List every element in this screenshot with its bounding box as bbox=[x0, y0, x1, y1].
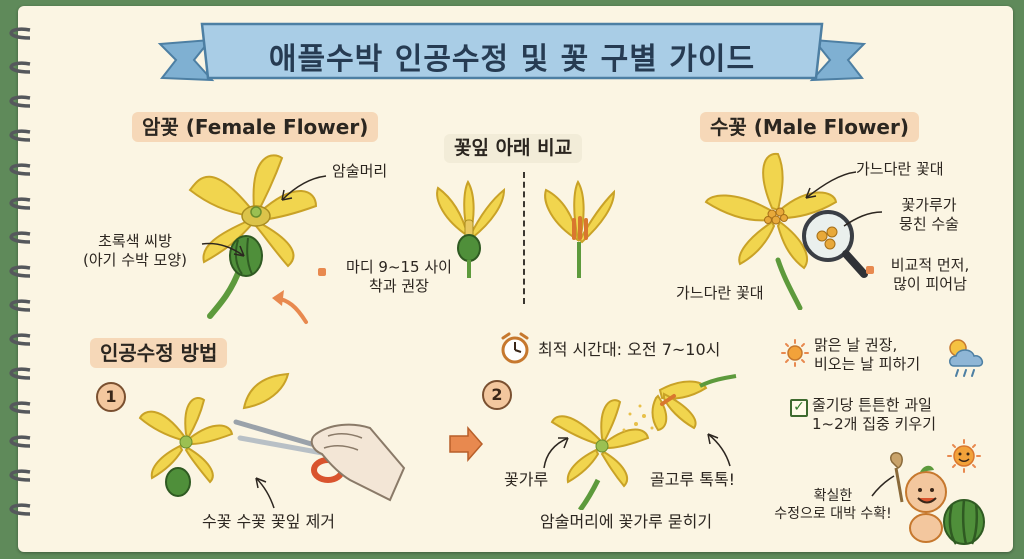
spiral-ring bbox=[9, 503, 31, 516]
female-tip-text: 마디 9~15 사이 착과 권장 bbox=[346, 258, 452, 295]
weather-tip: 맑은 날 권장, 비오는 날 피하기 bbox=[814, 336, 921, 373]
step1-caption-pointer bbox=[255, 477, 275, 509]
smiling-sun-icon bbox=[947, 439, 981, 473]
spiral-ring bbox=[9, 27, 31, 40]
sun-icon bbox=[781, 339, 809, 367]
tap-label-pointer bbox=[707, 433, 731, 467]
notebook-paper bbox=[18, 6, 1013, 552]
spiral-ring bbox=[9, 265, 31, 278]
spiral-ring bbox=[9, 401, 31, 414]
spiral-ring bbox=[9, 333, 31, 346]
checkbox-icon: ✓ bbox=[790, 399, 808, 417]
spiral-ring bbox=[9, 129, 31, 142]
page-title: 애플수박 인공수정 및 꽃 구별 가이드 bbox=[268, 42, 756, 77]
mascot-character bbox=[889, 451, 985, 545]
spiral-ring bbox=[9, 435, 31, 448]
male-stem-label-bottom: 가느다란 꽃대 bbox=[676, 284, 764, 302]
step1-badge: 1 bbox=[96, 382, 126, 412]
male-flower-heading: 수꽃 (Male Flower) bbox=[700, 112, 919, 142]
male-stem-label-top: 가느다란 꽃대 bbox=[856, 160, 944, 178]
removed-petal bbox=[242, 372, 290, 410]
male-tip-text: 비교적 먼저, 많이 피어남 bbox=[890, 256, 970, 293]
male-flower-illustration bbox=[704, 152, 838, 310]
male-tip-bullet bbox=[866, 266, 874, 274]
magnifier-icon bbox=[802, 210, 868, 278]
result-pointer bbox=[871, 475, 895, 497]
female-ovary-pointer bbox=[201, 242, 245, 257]
step2-caption: 암술머리에 꽃가루 묻히기 bbox=[540, 512, 713, 531]
tap-label: 골고루 톡톡! bbox=[650, 470, 736, 489]
fruit-tip: 줄기당 튼튼한 과일 1~2개 집중 키우기 bbox=[812, 396, 936, 433]
female-curved-arrow bbox=[272, 290, 308, 324]
gloved-hand-icon bbox=[310, 423, 406, 502]
compare-heading: 꽃잎 아래 비교 bbox=[444, 134, 583, 163]
female-stigma-label: 암술머리 bbox=[332, 162, 388, 180]
female-tip-bullet bbox=[318, 268, 326, 276]
spiral-ring bbox=[9, 61, 31, 74]
right-arrow-icon bbox=[449, 426, 483, 462]
spiral-ring bbox=[9, 163, 31, 176]
female-ovary-label: 초록색 씨방 (아기 수박 모양) bbox=[82, 232, 188, 269]
spiral-ring bbox=[9, 299, 31, 312]
female-flower-heading: 암꽃 (Female Flower) bbox=[132, 112, 379, 142]
male-stamen-pointer bbox=[843, 211, 883, 227]
female-stigma-pointer bbox=[281, 175, 327, 201]
compare-divider bbox=[523, 172, 525, 304]
female-flower-illustration bbox=[188, 154, 318, 319]
step1-female-flower bbox=[138, 397, 234, 497]
spiral-ring bbox=[9, 231, 31, 244]
pollen-label-pointer bbox=[543, 437, 569, 469]
step2-pollination-illustration bbox=[550, 374, 737, 510]
rain-cloud-icon bbox=[949, 339, 984, 377]
alarm-clock-icon bbox=[501, 332, 529, 364]
spiral-ring bbox=[9, 469, 31, 482]
male-stem-pointer bbox=[805, 171, 857, 199]
title-banner bbox=[157, 22, 867, 82]
result-text: 확실한 수정으로 대박 수확! bbox=[774, 488, 892, 522]
spiral-binding bbox=[9, 27, 31, 516]
step2-badge: 2 bbox=[482, 380, 512, 410]
pollen-label: 꽃가루 bbox=[504, 470, 549, 489]
male-stamen-label: 꽃가루가 뭉친 수술 bbox=[899, 196, 959, 233]
best-time-text: 최적 시간대: 오전 7~10시 bbox=[538, 340, 721, 359]
spiral-ring bbox=[9, 367, 31, 380]
compare-male-flower bbox=[544, 180, 616, 278]
compare-female-flower bbox=[436, 180, 506, 278]
method-heading: 인공수정 방법 bbox=[90, 338, 228, 368]
spiral-ring bbox=[9, 197, 31, 210]
spiral-ring bbox=[9, 95, 31, 108]
step1-caption: 수꽃 수꽃 꽃잎 제거 bbox=[202, 512, 336, 531]
